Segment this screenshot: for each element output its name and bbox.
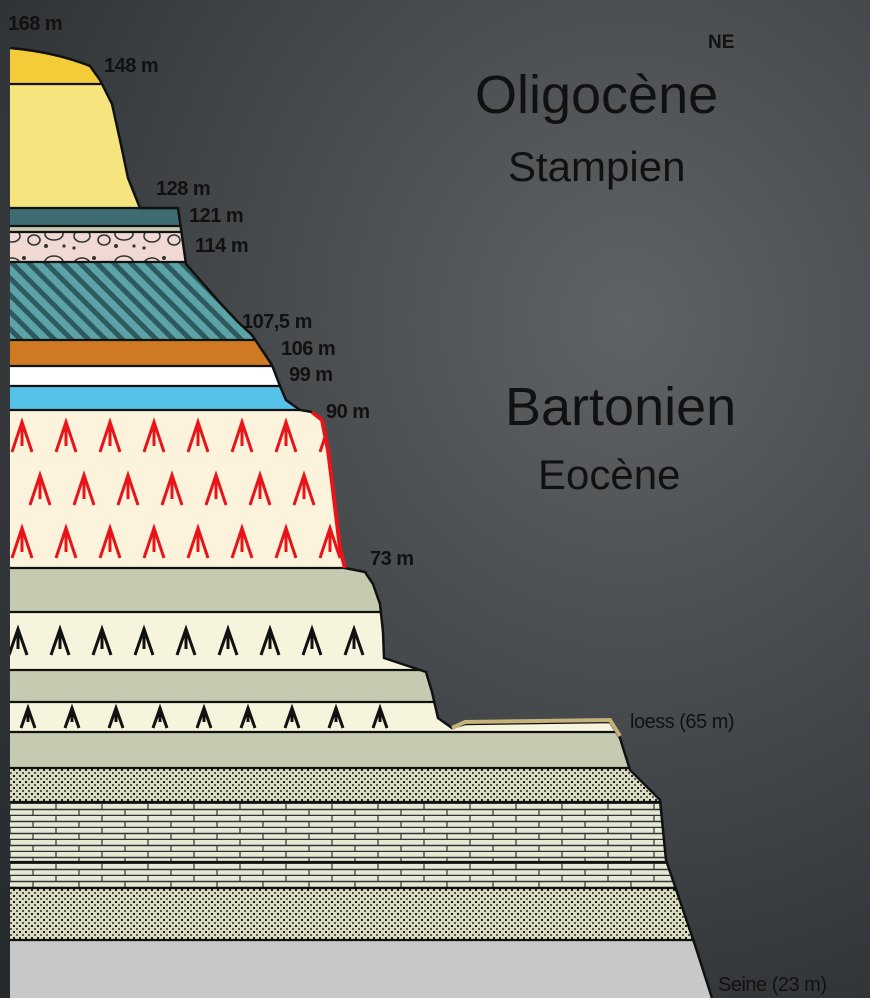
layer-stipple-2 xyxy=(0,888,870,940)
altitude-label-73: 73 m xyxy=(370,549,414,569)
layer-sand xyxy=(0,84,870,208)
layer-thin-limestone xyxy=(0,862,870,888)
layer-grey-marl-3 xyxy=(0,732,870,768)
loess-label: loess (65 m) xyxy=(630,712,734,732)
altitude-label-107-5: 107,5 m xyxy=(242,312,312,332)
layer-grey-marl-2 xyxy=(0,670,870,702)
altitude-label-168: 168 m xyxy=(8,14,62,34)
layer-limestone xyxy=(0,802,870,862)
layer-hatched-marl xyxy=(0,262,870,340)
altitude-label-106: 106 m xyxy=(281,339,335,359)
altitude-label-99: 99 m xyxy=(289,365,333,385)
epoch-eocene-label: Eocène xyxy=(538,454,680,496)
layer-blue xyxy=(0,386,870,410)
layer-ochre xyxy=(0,340,870,366)
altitude-label-148: 148 m xyxy=(104,56,158,76)
altitude-label-128: 128 m xyxy=(156,179,210,199)
layer-stipple-1 xyxy=(0,768,870,802)
layer-white xyxy=(0,366,870,386)
altitude-label-90: 90 m xyxy=(326,402,370,422)
layer-gypsum-red xyxy=(0,410,870,568)
layer-gypsum-black-1 xyxy=(0,612,870,670)
orientation-label: NE xyxy=(708,32,734,54)
layer-conglomerate xyxy=(0,232,870,262)
seine-label: Seine (23 m) xyxy=(718,975,827,995)
altitude-label-121: 121 m xyxy=(189,206,243,226)
stage-bartonien-label: Bartonien xyxy=(505,380,736,434)
stage-stampien-label: Stampien xyxy=(508,146,685,188)
altitude-label-114: 114 m xyxy=(195,236,248,256)
layer-grey-marl-1 xyxy=(0,568,870,612)
layer-dark-marl xyxy=(0,208,870,226)
epoch-oligocene-label: Oligocène xyxy=(475,68,718,122)
